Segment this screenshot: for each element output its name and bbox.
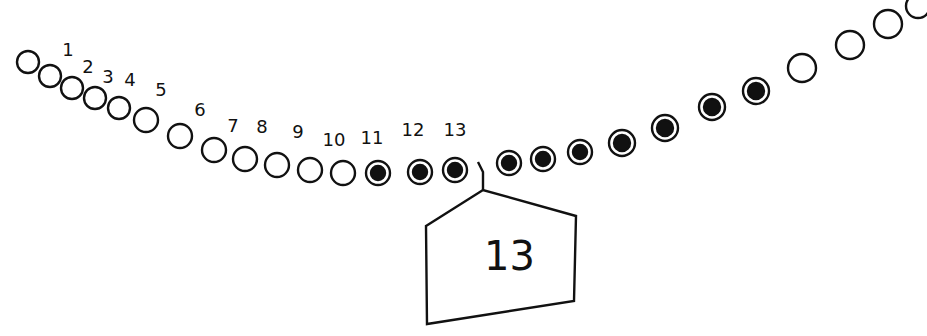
house-box: 13 bbox=[424, 188, 578, 326]
bead-number: 2 bbox=[82, 58, 93, 76]
bead-number: 13 bbox=[444, 121, 467, 139]
bead-number: 12 bbox=[402, 121, 425, 139]
house-number: 13 bbox=[484, 236, 535, 276]
bead-number: 10 bbox=[323, 131, 346, 149]
bead-number: 8 bbox=[256, 118, 267, 136]
bead-number: 1 bbox=[62, 41, 73, 59]
bead-number: 4 bbox=[124, 71, 135, 89]
bead-number: 7 bbox=[227, 117, 238, 135]
bead-number: 3 bbox=[102, 68, 113, 86]
bead-number: 9 bbox=[292, 123, 303, 141]
bead-number: 6 bbox=[194, 101, 205, 119]
bead-number: 11 bbox=[361, 129, 384, 147]
bead-number: 5 bbox=[155, 81, 166, 99]
